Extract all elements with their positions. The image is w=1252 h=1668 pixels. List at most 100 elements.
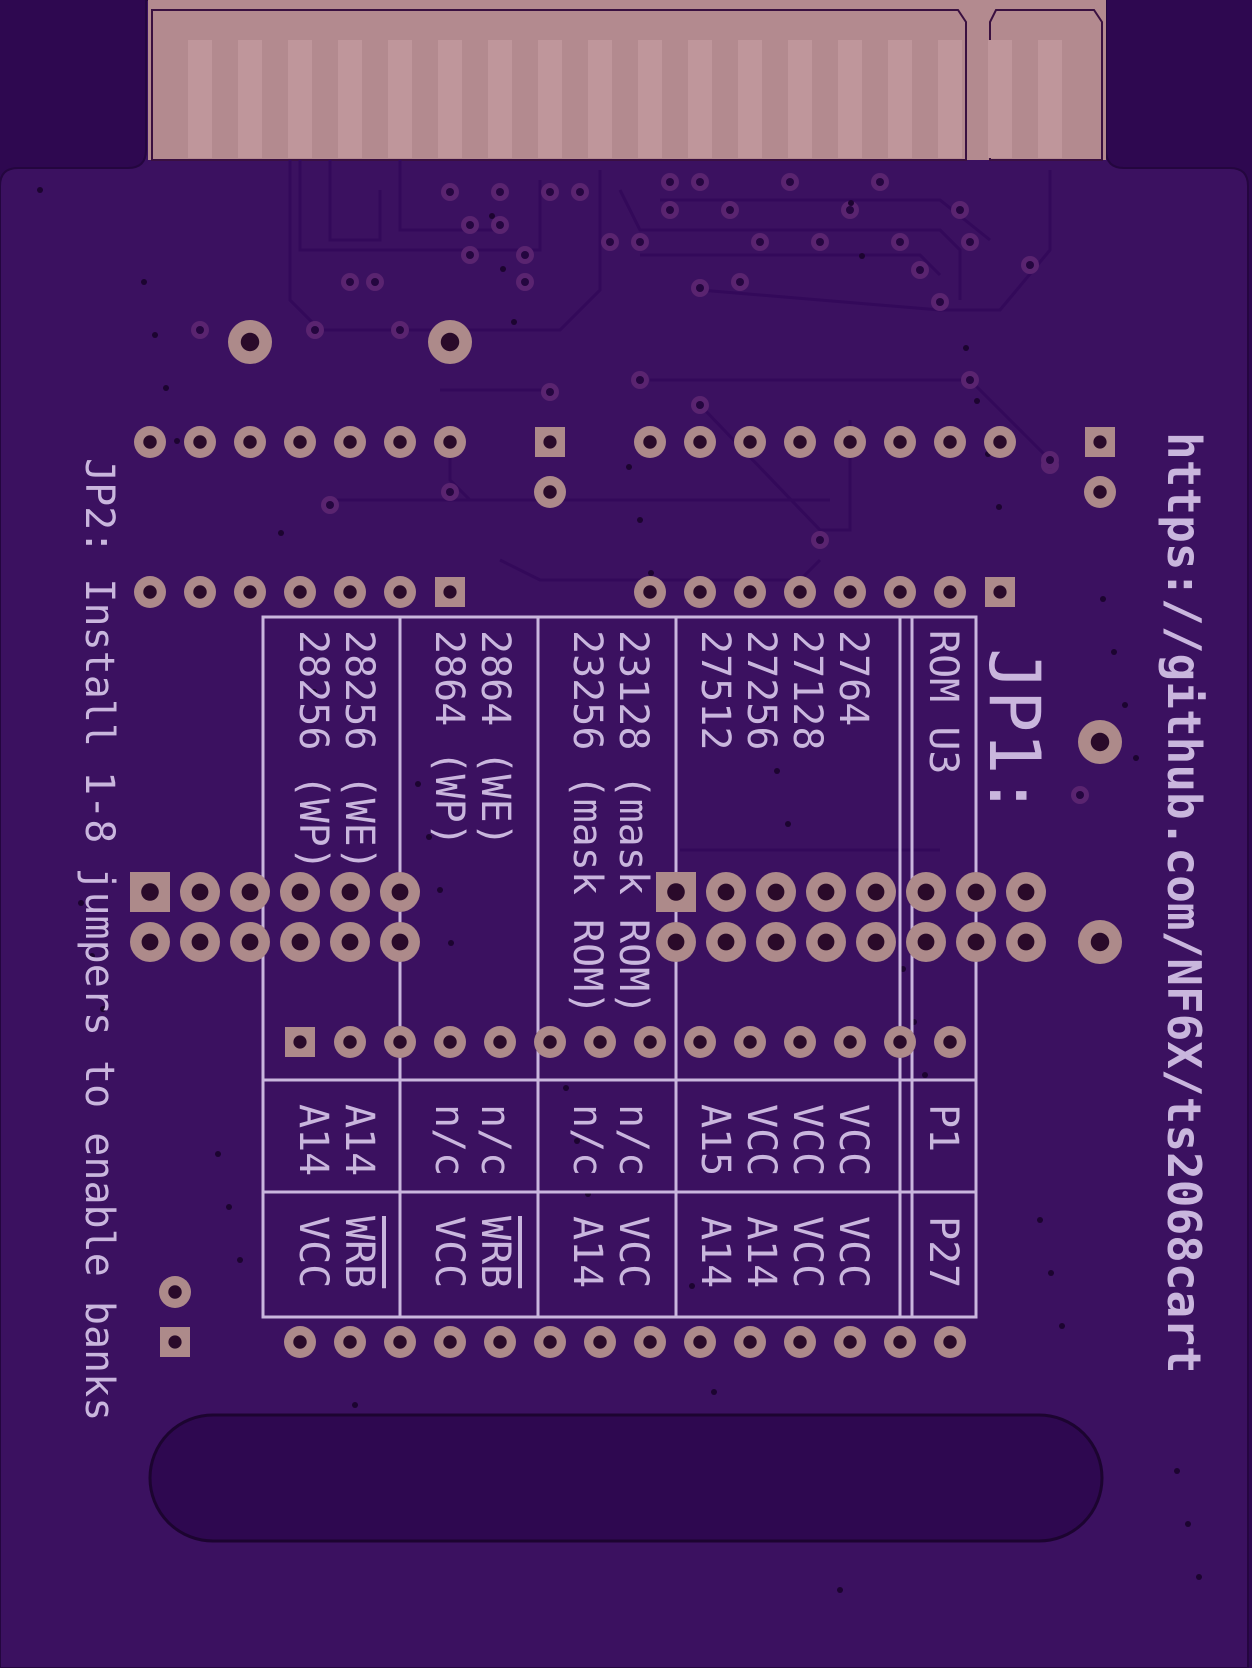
- via-hole: [666, 206, 674, 214]
- jp2-note-label: JP2: Install 1-8 jumpers to enable banks: [76, 458, 122, 1421]
- drill-hole: [543, 1335, 557, 1349]
- via-hole: [936, 298, 944, 306]
- via-hole: [446, 488, 454, 496]
- drill-hole: [817, 933, 835, 951]
- drill-hole: [643, 1335, 657, 1349]
- drill-hole: [343, 1335, 357, 1349]
- p27-g1-r3: A14: [738, 1216, 784, 1288]
- drill-hole: [817, 883, 835, 901]
- drill-hole: [141, 933, 159, 951]
- via-hole: [606, 238, 614, 246]
- stitch-via: [278, 530, 284, 536]
- drill-hole: [543, 1035, 557, 1049]
- via-hole: [916, 266, 924, 274]
- via-hole: [966, 376, 974, 384]
- edge-finger: [988, 40, 1012, 158]
- p27-g3-r1: WRB: [472, 1216, 518, 1288]
- drill-hole: [543, 485, 557, 499]
- rom-27256: 27256: [738, 630, 784, 750]
- drill-hole: [843, 585, 857, 599]
- repo-url-label: https://github.com/NF6X/ts2068cart: [1157, 432, 1211, 1374]
- edge-finger: [588, 40, 612, 158]
- drill-hole: [967, 933, 985, 951]
- drill-hole: [243, 585, 257, 599]
- drill-hole: [693, 1035, 707, 1049]
- via-hole: [496, 221, 504, 229]
- drill-hole: [667, 933, 685, 951]
- via-hole: [726, 206, 734, 214]
- stitch-via: [626, 464, 632, 470]
- drill-hole: [493, 1035, 507, 1049]
- edge-finger: [288, 40, 312, 158]
- stitch-via: [489, 213, 495, 219]
- drill-hole: [393, 435, 407, 449]
- p27-g1-r1: VCC: [830, 1216, 876, 1288]
- drill-hole: [867, 933, 885, 951]
- stitch-via: [774, 768, 780, 774]
- stitch-via: [996, 504, 1002, 510]
- stitch-via: [174, 438, 180, 444]
- stitch-via: [637, 517, 643, 523]
- drill-hole: [443, 1335, 457, 1349]
- via-hole: [816, 536, 824, 544]
- edge-finger: [388, 40, 412, 158]
- edge-finger: [688, 40, 712, 158]
- drill-hole: [341, 933, 359, 951]
- drill-hole: [743, 585, 757, 599]
- p1-g4-r2: A14: [290, 1104, 336, 1176]
- drill-hole: [843, 435, 857, 449]
- stitch-via: [1122, 702, 1128, 708]
- edge-finger: [238, 40, 262, 158]
- rom-23128: 23128 (mask ROM): [610, 630, 656, 1015]
- rom-28256-wp: 28256 (WP): [290, 630, 336, 871]
- drill-hole: [1017, 883, 1035, 901]
- drill-hole: [767, 933, 785, 951]
- edge-finger: [738, 40, 762, 158]
- via-hole: [546, 188, 554, 196]
- drill-hole: [867, 883, 885, 901]
- drill-hole: [843, 1035, 857, 1049]
- stitch-via: [1111, 649, 1117, 655]
- via-hole: [346, 278, 354, 286]
- via-hole: [816, 238, 824, 246]
- drill-hole: [291, 883, 309, 901]
- drill-hole: [693, 585, 707, 599]
- stitch-via: [311, 689, 317, 695]
- drill-hole: [893, 435, 907, 449]
- stitch-via: [837, 1587, 843, 1593]
- stitch-via: [689, 1283, 695, 1289]
- stitch-via: [1185, 1521, 1191, 1527]
- via-hole: [1046, 456, 1054, 464]
- drill-hole: [743, 1035, 757, 1049]
- stitch-via: [437, 887, 443, 893]
- drill-hole: [717, 933, 735, 951]
- drill-hole: [293, 435, 307, 449]
- drill-hole: [393, 585, 407, 599]
- p27-g2-r1: VCC: [610, 1216, 656, 1288]
- drill-hole: [168, 1285, 182, 1299]
- stitch-via: [141, 279, 147, 285]
- drill-hole: [191, 933, 209, 951]
- drill-hole: [393, 1035, 407, 1049]
- drill-hole: [443, 1035, 457, 1049]
- via-hole: [696, 401, 704, 409]
- stitch-via: [37, 187, 43, 193]
- stitch-via: [711, 1389, 717, 1395]
- drill-hole: [440, 332, 460, 352]
- stitch-via: [415, 781, 421, 787]
- stitch-via: [1059, 1323, 1065, 1329]
- drill-hole: [343, 585, 357, 599]
- edge-finger: [838, 40, 862, 158]
- board-slot: [148, 1413, 1104, 1543]
- edge-finger: [188, 40, 212, 158]
- drill-hole: [893, 1335, 907, 1349]
- drill-hole: [893, 585, 907, 599]
- edge-finger: [1038, 40, 1062, 158]
- edge-finger: [488, 40, 512, 158]
- drill-hole: [793, 1335, 807, 1349]
- p1-g3-r2: n/c: [426, 1104, 472, 1176]
- stitch-via: [1196, 1574, 1202, 1580]
- p27-g4-r1: WRB: [336, 1216, 382, 1288]
